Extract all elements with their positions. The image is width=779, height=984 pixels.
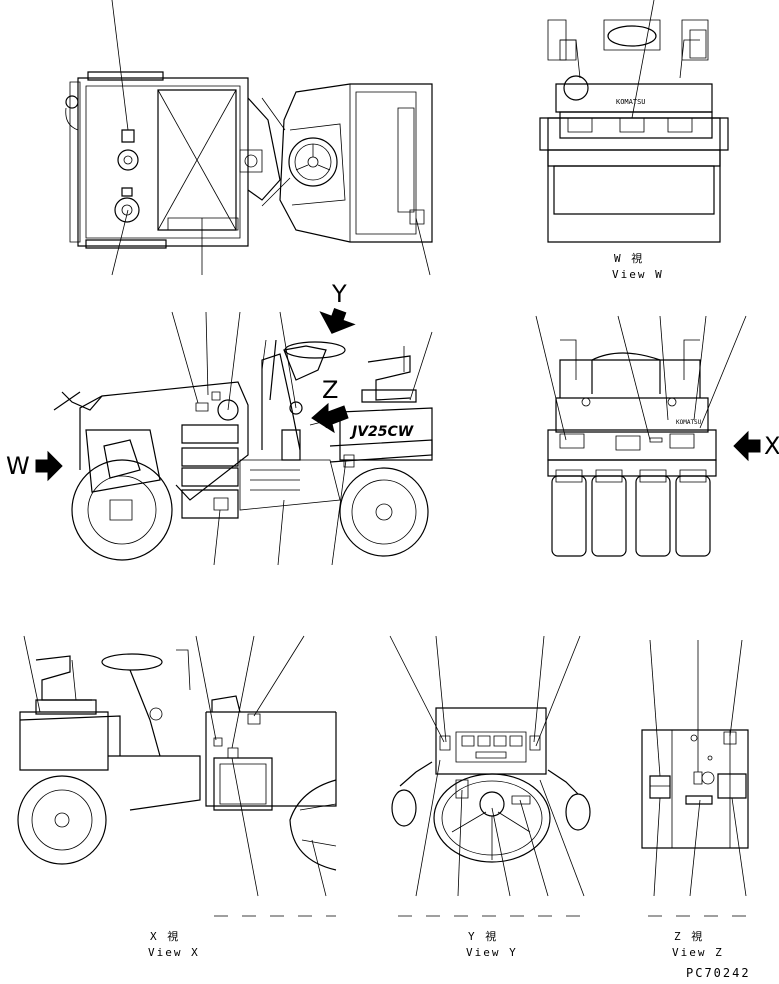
view-x-drawing	[18, 636, 336, 916]
machine-badge: JV25CW	[349, 424, 414, 440]
view-z-label: Z	[322, 376, 341, 404]
view-w-caption-jp: W 視	[614, 252, 645, 265]
view-w-arrow-icon	[36, 452, 62, 480]
view-w-label: W	[6, 452, 32, 480]
view-z-caption-jp: Z 視	[674, 930, 705, 943]
view-x-label: X	[764, 432, 779, 460]
view-y-caption-en: View Y	[466, 946, 518, 959]
plan-view	[66, 0, 432, 275]
view-y-arrow-icon	[315, 305, 357, 340]
view-z-arrow-icon	[312, 404, 348, 432]
rear-view: KOMATSU	[536, 316, 746, 556]
svg-text:KOMATSU: KOMATSU	[616, 98, 646, 106]
drawing-number: PC70242	[686, 966, 751, 980]
view-y-label: Y	[332, 280, 349, 308]
view-w-caption-en: View W	[612, 268, 664, 281]
view-x-arrow-icon	[734, 432, 760, 460]
view-y-caption-jp: Y 視	[468, 930, 499, 943]
view-y-drawing	[390, 636, 590, 916]
view-w-drawing: KOMATSU	[540, 0, 728, 242]
view-x-caption-jp: X 視	[150, 930, 181, 943]
side-view	[54, 312, 432, 565]
view-z-caption-en: View Z	[672, 946, 724, 959]
svg-text:KOMATSU: KOMATSU	[676, 419, 702, 426]
view-z-drawing	[642, 640, 752, 916]
view-x-caption-en: View X	[148, 946, 200, 959]
